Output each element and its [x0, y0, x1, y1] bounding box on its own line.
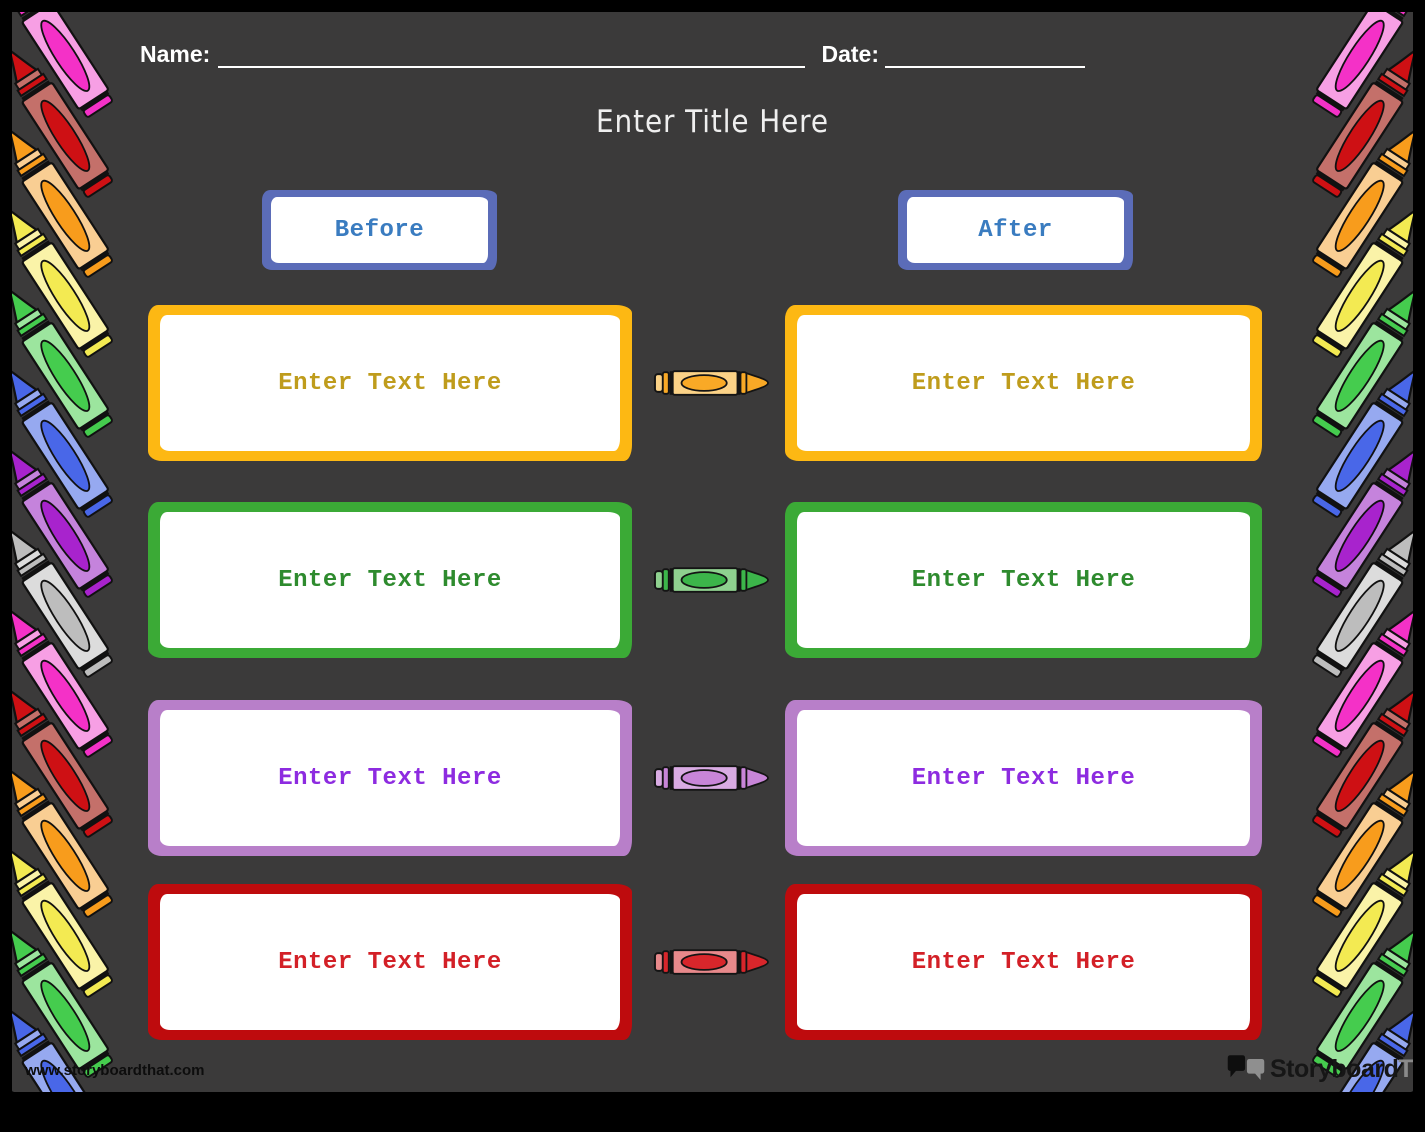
crayon-decoration-green-icon	[12, 273, 124, 447]
worksheet-title[interactable]: Enter Title Here	[596, 104, 829, 140]
crayon-decoration-pink-icon	[12, 593, 124, 767]
placeholder-text: Enter Text Here	[911, 948, 1136, 976]
storyboardthat-logo: StoryboardThat	[1225, 1052, 1413, 1086]
after-text-box[interactable]: Enter Text Here	[785, 700, 1262, 856]
crayon-decoration-purple-icon	[12, 433, 124, 607]
crayon-decoration-red-icon	[12, 33, 124, 207]
after-text-box[interactable]: Enter Text Here	[785, 884, 1262, 1040]
date-blank-line[interactable]	[885, 42, 1085, 68]
after-header-box[interactable]: After	[898, 190, 1133, 270]
row-3: Enter Text Here Enter Text Here	[148, 700, 1262, 856]
crayon-decoration-orange-icon	[12, 113, 124, 287]
crayon-decoration-yellow-icon	[1301, 833, 1413, 1007]
crayon-decoration-blue-icon	[1301, 993, 1413, 1092]
name-date-header: Name: Date:	[140, 42, 1085, 68]
after-text-box[interactable]: Enter Text Here	[785, 502, 1262, 658]
after-label: After	[978, 216, 1053, 244]
before-text-box[interactable]: Enter Text Here	[148, 884, 632, 1040]
crayon-decoration-pink-icon	[12, 12, 124, 127]
website-watermark: www.storyboardthat.com	[25, 1062, 205, 1079]
brand-name-primary: Storyboard	[1270, 1054, 1399, 1083]
crayon-decoration-pink-icon	[1301, 593, 1413, 767]
crayon-decoration-yellow-icon	[12, 193, 124, 367]
placeholder-text: Enter Text Here	[278, 566, 502, 594]
before-label: Before	[334, 216, 425, 244]
placeholder-text: Enter Text Here	[278, 948, 502, 976]
crayon-decoration-yellow-icon	[12, 833, 124, 1007]
crayon-decoration-red-icon	[12, 673, 124, 847]
crayon-decoration-orange-icon	[1301, 753, 1413, 927]
crayon-connector-icon	[653, 765, 769, 791]
crayon-decoration-pink-icon	[1301, 12, 1413, 127]
crayon-decoration-orange-icon	[1301, 113, 1413, 287]
crayon-connector-icon	[653, 949, 769, 975]
placeholder-text: Enter Text Here	[911, 764, 1136, 792]
row-2: Enter Text Here Enter Text Here	[148, 502, 1262, 658]
crayon-connector-icon	[653, 567, 769, 593]
crayon-connector-icon	[653, 370, 769, 396]
chalkboard-panel: Name: Date: Enter Title Here Before Afte…	[12, 12, 1413, 1092]
crayon-decoration-red-icon	[1301, 673, 1413, 847]
name-label: Name:	[140, 41, 211, 67]
placeholder-text: Enter Text Here	[911, 369, 1136, 397]
crayon-decoration-green-icon	[1301, 273, 1413, 447]
crayon-decoration-blue-icon	[12, 353, 124, 527]
before-text-box[interactable]: Enter Text Here	[148, 305, 632, 461]
crayon-decoration-purple-icon	[1301, 433, 1413, 607]
crayon-decoration-green-icon	[1301, 913, 1413, 1087]
before-text-box[interactable]: Enter Text Here	[148, 700, 632, 856]
brand-name-secondary: That	[1398, 1054, 1413, 1083]
crayon-decoration-gray-icon	[1301, 513, 1413, 687]
placeholder-text: Enter Text Here	[911, 566, 1136, 594]
crayon-decoration-orange-icon	[12, 753, 124, 927]
placeholder-text: Enter Text Here	[278, 764, 502, 792]
row-1: Enter Text Here Enter Text Here	[148, 305, 1262, 461]
crayon-decoration-green-icon	[12, 913, 124, 1087]
crayon-decoration-blue-icon	[12, 993, 124, 1092]
before-text-box[interactable]: Enter Text Here	[148, 502, 632, 658]
before-header-box[interactable]: Before	[262, 190, 497, 270]
crayon-decoration-gray-icon	[12, 513, 124, 687]
crayon-decoration-blue-icon	[1301, 353, 1413, 527]
speech-bubbles-icon	[1227, 1055, 1265, 1080]
date-label: Date:	[821, 41, 879, 67]
row-4: Enter Text Here Enter Text Here	[148, 884, 1262, 1040]
crayon-decoration-yellow-icon	[1301, 193, 1413, 367]
name-blank-line[interactable]	[218, 42, 806, 68]
placeholder-text: Enter Text Here	[278, 369, 502, 397]
after-text-box[interactable]: Enter Text Here	[785, 305, 1262, 461]
crayon-decoration-red-icon	[1301, 33, 1413, 207]
